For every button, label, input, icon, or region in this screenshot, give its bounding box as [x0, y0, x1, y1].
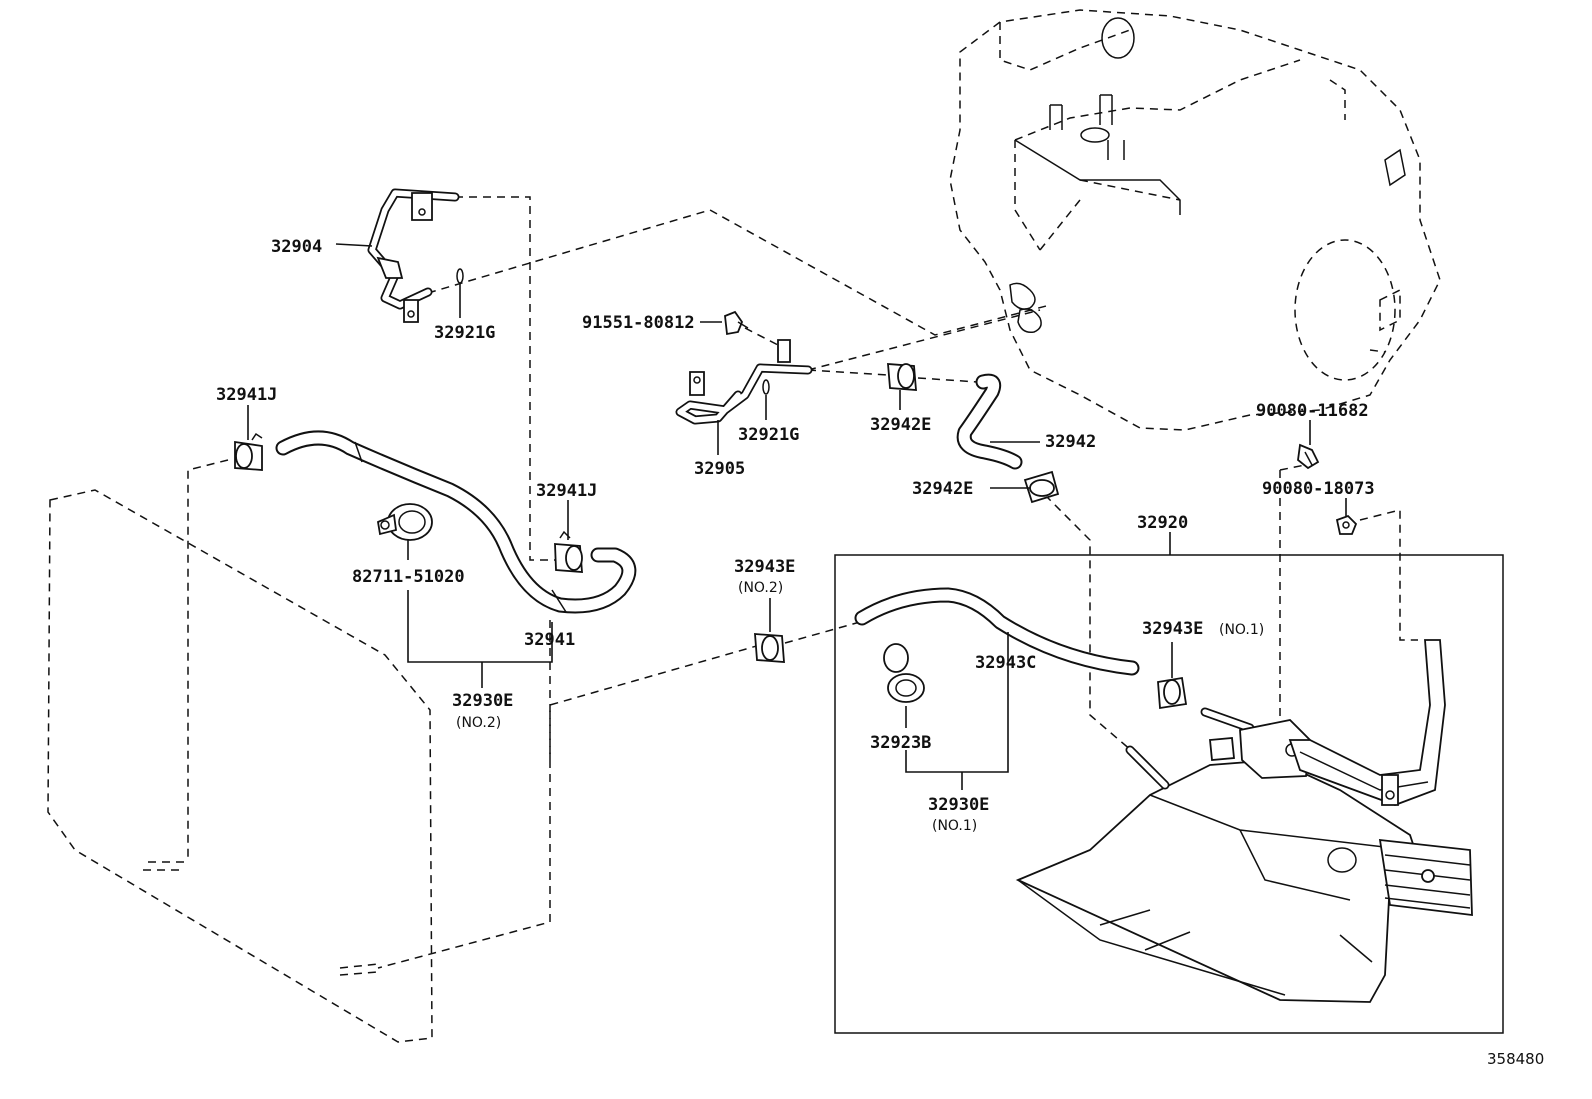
clamp-32941j-left	[234, 432, 263, 471]
clamp-32943e-no1	[1157, 676, 1188, 710]
label-32941: 32941	[524, 630, 575, 650]
label-90080-11682: 90080-11682	[1256, 401, 1369, 421]
label-32905: 32905	[694, 459, 745, 479]
hose-32941	[275, 430, 637, 614]
bolt-91551-80812	[724, 310, 749, 336]
label-32921g-b: 32921G	[738, 425, 799, 445]
label-32942e-a: 32942E	[870, 415, 931, 435]
label-32943e-no2-sub: (NO.2)	[738, 580, 783, 596]
label-82711-51020: 82711-51020	[352, 567, 465, 587]
clamp-32942e-upper	[887, 363, 917, 391]
label-32904: 32904	[271, 237, 322, 257]
transmission-assembly	[949, 9, 1441, 431]
label-32930e-no2: 32930E	[452, 691, 513, 711]
label-32941j-b: 32941J	[536, 481, 597, 501]
pipe-32905	[675, 339, 813, 425]
diagram-reference-number: 358480	[1487, 1050, 1544, 1068]
label-32943e-no2: 32943E	[734, 557, 795, 577]
label-32942: 32942	[1045, 432, 1096, 452]
oil-cooler-32920	[1015, 639, 1473, 1003]
label-90080-18073: 90080-18073	[1262, 479, 1375, 499]
part-labels: 32904 32921G 32941J 82711-51020 32941J 3…	[216, 237, 1544, 1068]
radiator-assembly	[47, 489, 433, 1043]
clamp-32941j-right	[554, 530, 583, 573]
group-box-32920	[834, 554, 1504, 1034]
label-32943e-no1-sub: (NO.1)	[1219, 622, 1264, 638]
clamp-32923b	[883, 643, 925, 703]
pipe-32904	[367, 188, 464, 323]
label-32941j-a: 32941J	[216, 385, 277, 405]
leader-lines	[247, 243, 1347, 790]
connection-lines	[187, 196, 1418, 969]
label-32943e-no1: 32943E	[1142, 619, 1203, 639]
clamp-32943e-no2	[754, 633, 785, 663]
label-32930e-no1: 32930E	[928, 795, 989, 815]
clamp-32942e-lower	[1023, 470, 1060, 504]
hose-32942	[956, 373, 1023, 470]
label-32921g-a: 32921G	[434, 323, 495, 343]
hose-32943c	[854, 587, 1140, 676]
label-32943c: 32943C	[975, 653, 1036, 673]
label-32923b: 32923B	[870, 733, 931, 753]
label-32920: 32920	[1137, 513, 1188, 533]
bolt-90080-11682	[1297, 443, 1320, 470]
nut-90080-18073	[1335, 514, 1358, 535]
clamp-82711-51020	[376, 503, 433, 541]
label-32930e-no2-sub: (NO.2)	[456, 715, 501, 731]
label-91551-80812: 91551-80812	[582, 313, 695, 333]
label-32942e-b: 32942E	[912, 479, 973, 499]
label-32930e-no1-sub: (NO.1)	[932, 818, 977, 834]
